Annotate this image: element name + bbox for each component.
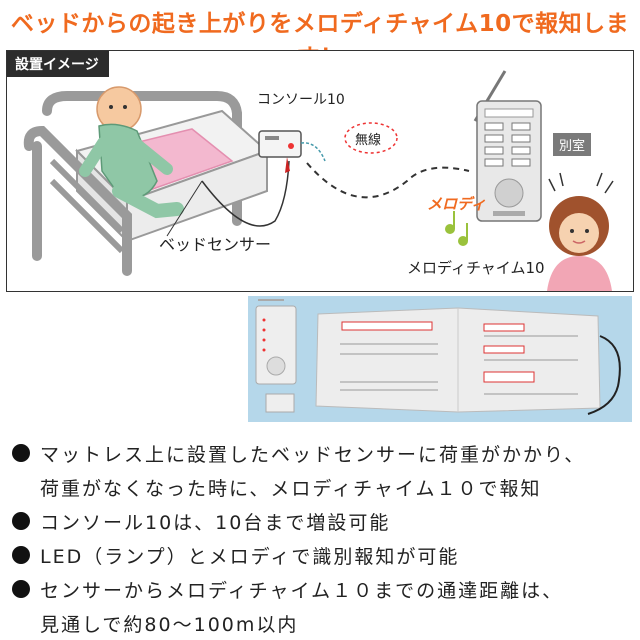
- melody-chime-device: [473, 70, 542, 222]
- diagram-illustration: [23, 70, 614, 291]
- wireless-label: 無線: [355, 133, 382, 148]
- product-photo: [248, 296, 632, 422]
- wireless-signal: [306, 162, 470, 199]
- diagram-label: 設置イメージ: [7, 51, 109, 77]
- sensor-cable: [201, 160, 290, 227]
- other-room-label: 別室: [553, 133, 592, 156]
- installation-diagram: 設置イメージ: [6, 50, 634, 292]
- bullet-dot-icon: [12, 580, 30, 598]
- woman-illustration: [547, 172, 614, 291]
- feature-item: センサーからメロディチャイム１０までの通達距離は、: [12, 572, 632, 606]
- feature-list: マットレス上に設置したベッドセンサーに荷重がかかり、 荷重がなくなった時に、メロ…: [12, 436, 632, 640]
- bullet-dot-icon: [12, 546, 30, 564]
- feature-item: コンソール10は、10台まで増設可能: [12, 504, 632, 538]
- music-notes-icon: [445, 211, 468, 246]
- console-label: コンソール10: [257, 92, 345, 108]
- patient-illustration: [79, 86, 184, 219]
- feature-item-continuation: 見通しで約80～100m以内: [40, 613, 299, 636]
- bullet-dot-icon: [12, 512, 30, 530]
- console-device: [258, 130, 326, 173]
- bullet-dot-icon: [12, 444, 30, 462]
- feature-item: マットレス上に設置したベッドセンサーに荷重がかかり、: [12, 436, 632, 470]
- feature-item: LED（ランプ）とメロディで識別報知が可能: [12, 538, 632, 572]
- feature-item-continuation: 荷重がなくなった時に、メロディチャイム１０で報知: [40, 477, 542, 500]
- bed-sensor-label: ベッドセンサー: [159, 235, 272, 254]
- melody-label: メロディ: [427, 195, 486, 213]
- melody-chime-label: メロディチャイム10: [407, 259, 545, 277]
